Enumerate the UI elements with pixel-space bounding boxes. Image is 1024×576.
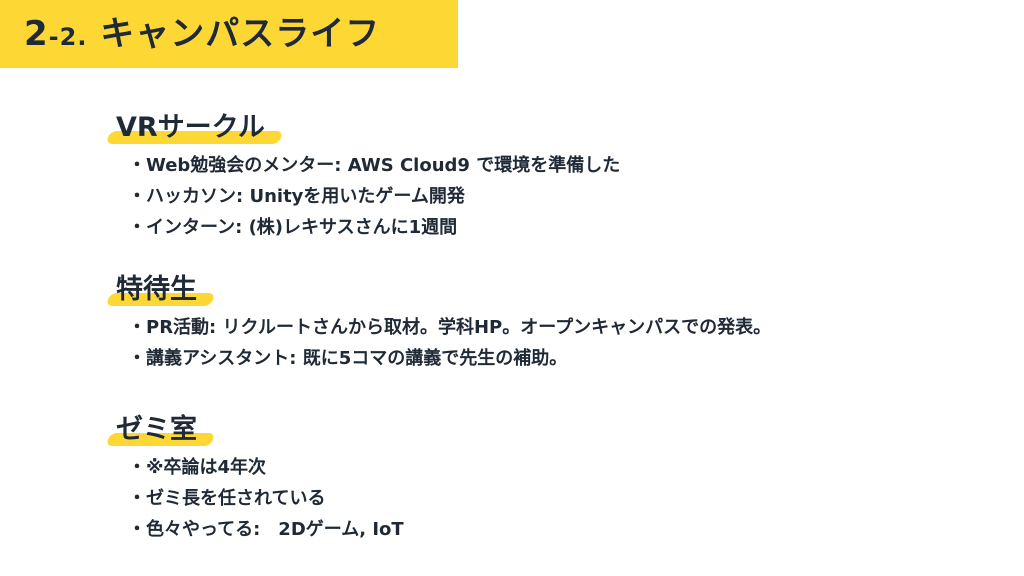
list-item-text: インターン: (株)レキサスさんに1週間 (146, 217, 458, 238)
list-item: ・色々やってる: 2Dゲーム, IoT (128, 514, 404, 545)
bullet-icon: ・ (128, 317, 146, 338)
title-sub-number: -2. (48, 23, 88, 51)
list-item: ・講義アシスタント: 既に5コマの講義で先生の補助。 (128, 343, 771, 374)
list-item-text: ハッカソン: Unityを用いたゲーム開発 (146, 186, 465, 207)
list-item: ・Web勉強会のメンター: AWS Cloud9 で環境を準備した (128, 150, 620, 181)
title-main-number: 2 (24, 14, 49, 54)
bullet-icon: ・ (128, 348, 146, 369)
list-item: ・※卒論は4年次 (128, 452, 404, 483)
list-item-text: 講義アシスタント: 既に5コマの講義で先生の補助。 (146, 348, 568, 369)
bullet-icon: ・ (128, 488, 146, 509)
title-text: キャンパスライフ (87, 14, 381, 54)
title-banner (0, 0, 458, 68)
bullet-icon: ・ (128, 519, 146, 540)
item-list: ・※卒論は4年次 ・ゼミ長を任されている ・色々やってる: 2Dゲーム, IoT (108, 452, 404, 545)
slide-title: 2-2. キャンパスライフ (24, 12, 380, 59)
list-item: ・ハッカソン: Unityを用いたゲーム開発 (128, 181, 620, 212)
section-heading: 特待生 (105, 272, 216, 308)
section-heading: ゼミ室 (105, 412, 216, 448)
list-item-text: ゼミ長を任されている (146, 488, 326, 509)
bullet-icon: ・ (128, 457, 146, 478)
list-item-text: PR活動: リクルートさんから取材。学科HP。オープンキャンパスでの発表。 (146, 317, 772, 338)
list-item-text: ※卒論は4年次 (146, 457, 267, 478)
item-list: ・PR活動: リクルートさんから取材。学科HP。オープンキャンパスでの発表。 ・… (108, 312, 771, 374)
list-item-text: Web勉強会のメンター: AWS Cloud9 で環境を準備した (146, 155, 621, 176)
section-heading-text: ゼミ室 (116, 414, 197, 445)
item-list: ・Web勉強会のメンター: AWS Cloud9 で環境を準備した ・ハッカソン… (108, 150, 620, 243)
bullet-icon: ・ (128, 217, 146, 238)
section-heading: VRサークル (105, 110, 284, 146)
list-item: ・インターン: (株)レキサスさんに1週間 (128, 212, 620, 243)
section-scholarship: 特待生 ・PR活動: リクルートさんから取材。学科HP。オープンキャンパスでの発… (105, 272, 771, 374)
list-item: ・PR活動: リクルートさんから取材。学科HP。オープンキャンパスでの発表。 (128, 312, 771, 343)
list-item: ・ゼミ長を任されている (128, 483, 404, 514)
section-vr-circle: VRサークル ・Web勉強会のメンター: AWS Cloud9 で環境を準備した… (105, 110, 620, 243)
section-heading-text: VRサークル (116, 112, 265, 143)
bullet-icon: ・ (128, 155, 146, 176)
section-seminar: ゼミ室 ・※卒論は4年次 ・ゼミ長を任されている ・色々やってる: 2Dゲーム,… (105, 412, 404, 545)
bullet-icon: ・ (128, 186, 146, 207)
section-heading-text: 特待生 (116, 274, 197, 305)
list-item-text: 色々やってる: 2Dゲーム, IoT (146, 519, 404, 540)
